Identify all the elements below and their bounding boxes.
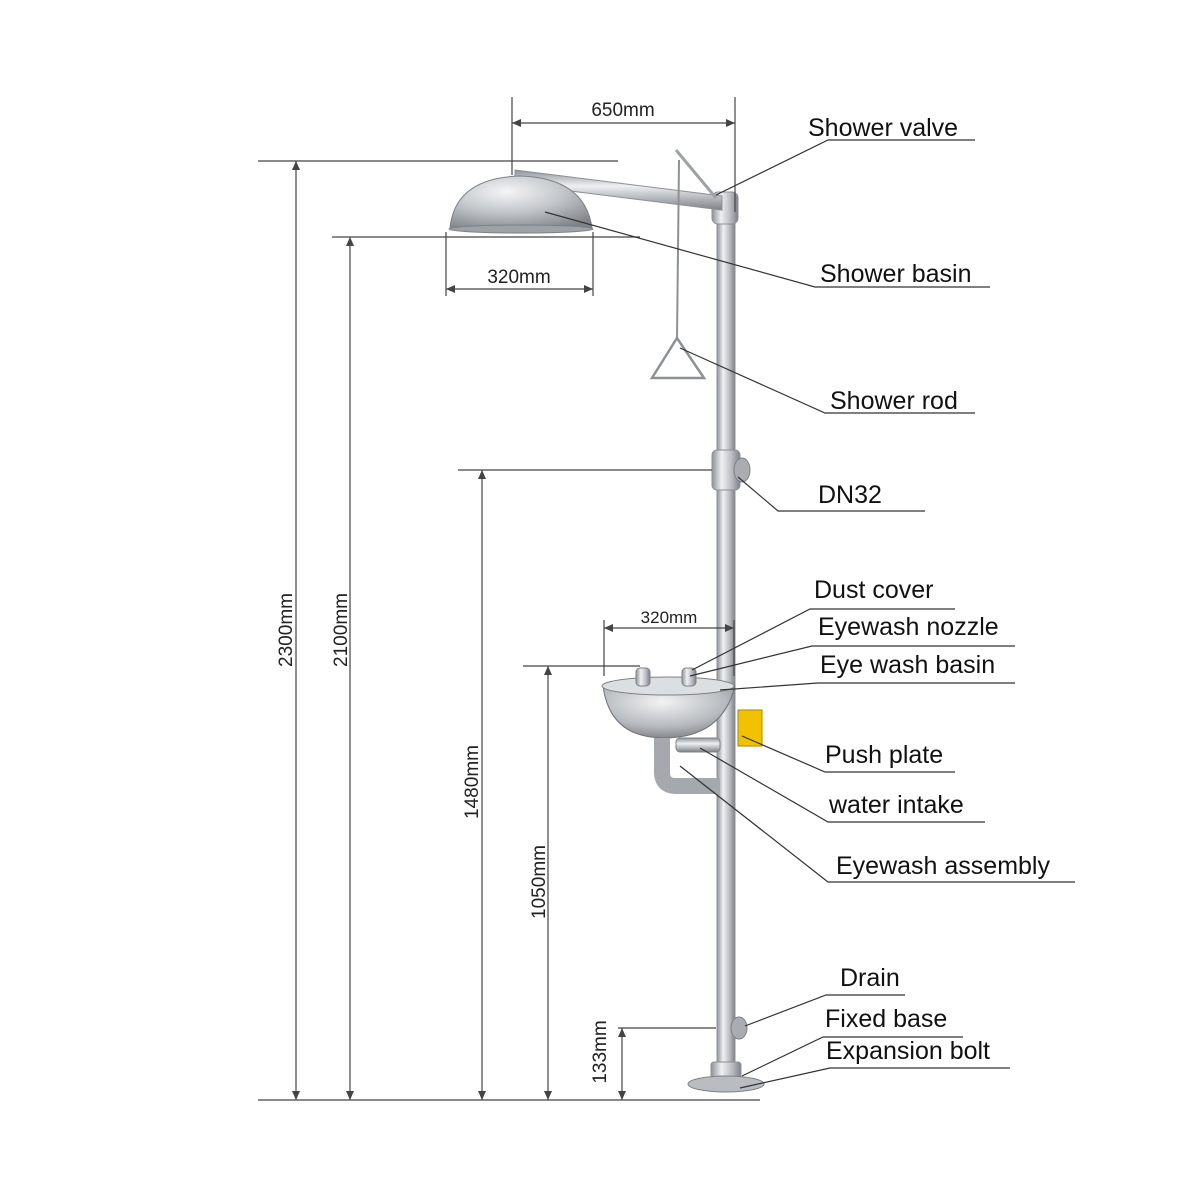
- dimension-lines: [258, 97, 760, 1101]
- eyewash-bowl-rim: [601, 676, 735, 696]
- eyewash-bowl: [602, 685, 736, 739]
- label-fixed-base: Fixed base: [825, 1005, 947, 1033]
- dim-dn32-height: 1480mm: [462, 745, 483, 819]
- leader-lines: [544, 139, 1075, 1089]
- shower-rod-handle: [649, 335, 707, 380]
- eyewash-pipe-u: [654, 738, 720, 794]
- label-shower-valve: Shower valve: [808, 114, 958, 142]
- label-eyewash-assembly: Eyewash assembly: [836, 852, 1050, 880]
- dim-shower-diameter: 320mm: [487, 267, 550, 288]
- label-expansion-bolt: Expansion bolt: [826, 1037, 990, 1065]
- shower-rod-line: [676, 159, 680, 341]
- eyewash-valve: [675, 737, 721, 753]
- dim-eyewash-diameter: 320mm: [641, 608, 698, 627]
- dim-drain-height: 133mm: [590, 1020, 611, 1083]
- label-dn32: DN32: [818, 481, 882, 509]
- eyewash-nozzle-left: [635, 667, 651, 687]
- label-water-intake: water intake: [828, 791, 964, 819]
- label-eye-wash-basin: Eye wash basin: [820, 651, 995, 679]
- dim-eyewash-height: 1050mm: [529, 845, 550, 919]
- shower-valve-lever: [674, 149, 718, 199]
- eyewash-nozzle-right: [681, 667, 697, 687]
- label-shower-rod: Shower rod: [830, 387, 958, 415]
- shower-assembly: [448, 149, 765, 1093]
- push-plate-graphic: [737, 709, 763, 747]
- dn32-outlet: [733, 457, 751, 483]
- label-eyewash-nozzle: Eyewash nozzle: [818, 613, 999, 641]
- dim-shower-height: 2100mm: [331, 593, 352, 667]
- label-shower-basin: Shower basin: [820, 260, 971, 288]
- drain-outlet: [730, 1016, 748, 1040]
- shower-dome-rim: [448, 224, 594, 234]
- label-drain: Drain: [840, 964, 900, 992]
- main-pipe: [716, 207, 736, 1079]
- label-push-plate: Push plate: [825, 741, 943, 769]
- label-dust-cover: Dust cover: [814, 576, 933, 604]
- base-plate: [687, 1075, 765, 1093]
- dim-arm-length: 650mm: [591, 100, 654, 121]
- dim-total-height: 2300mm: [276, 593, 297, 667]
